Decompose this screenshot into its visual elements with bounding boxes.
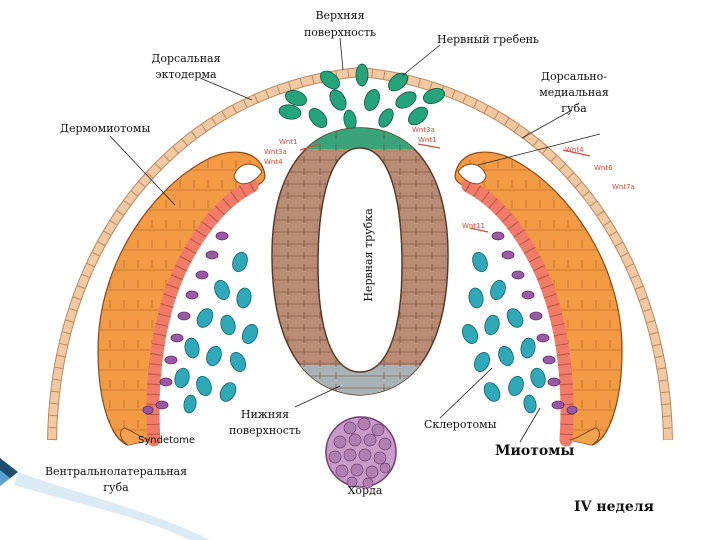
label-dorsal-ectoderm-2: эктодерма xyxy=(155,68,217,81)
label-myotomes: Миотомы xyxy=(495,443,574,459)
right-sclerotome xyxy=(459,250,547,414)
signal-right-6: Wnt11 xyxy=(462,222,485,230)
label-dorsomedial-lip-3: губа xyxy=(561,102,587,115)
label-dorsomedial-lip-2: медиальная xyxy=(539,86,609,99)
left-sclerotome xyxy=(173,250,261,414)
label-top-surface-2: поверхность xyxy=(304,26,376,39)
label-bottom-surface-1: Нижняя xyxy=(241,408,289,421)
label-ventrolateral-lip-1: Вентральнолатеральная xyxy=(45,465,187,478)
signal-left-3: Wnt4 xyxy=(264,158,283,166)
signal-right-2: Wnt1 xyxy=(418,136,437,144)
notochord xyxy=(326,417,396,488)
neural-tube xyxy=(270,120,450,400)
label-top-surface-1: Верхняя xyxy=(315,9,364,22)
label-syndetome: Syndetome xyxy=(138,435,195,446)
label-notochord: Хорда xyxy=(348,484,383,497)
label-sclerotomes: Склеротомы xyxy=(424,418,497,431)
label-neural-tube: Нервная трубка xyxy=(362,208,375,302)
neural-tube-lumen xyxy=(318,148,402,372)
signal-left-2: Wnt3a xyxy=(264,148,287,156)
signal-right-4: Wnt6 xyxy=(594,164,613,172)
label-bottom-surface-2: поверхность xyxy=(229,424,301,437)
label-dorsal-ectoderm-1: Дорсальная xyxy=(151,52,220,65)
neural-crest-cells xyxy=(278,64,447,131)
signal-right-3: Wnt4 xyxy=(565,146,584,154)
label-dermomyotomes: Дермомиотомы xyxy=(60,122,150,135)
label-ventrolateral-lip-2: губа xyxy=(103,481,129,494)
label-dorsomedial-lip-1: Дорсально- xyxy=(541,70,607,83)
label-week: IV неделя xyxy=(574,499,654,515)
label-neural-crest: Нервный гребень xyxy=(437,33,539,46)
signal-left-1: Wnt1 xyxy=(279,138,298,146)
signal-right-5: Wnt7a xyxy=(612,183,635,191)
signal-right-1: Wnt3a xyxy=(412,126,435,134)
